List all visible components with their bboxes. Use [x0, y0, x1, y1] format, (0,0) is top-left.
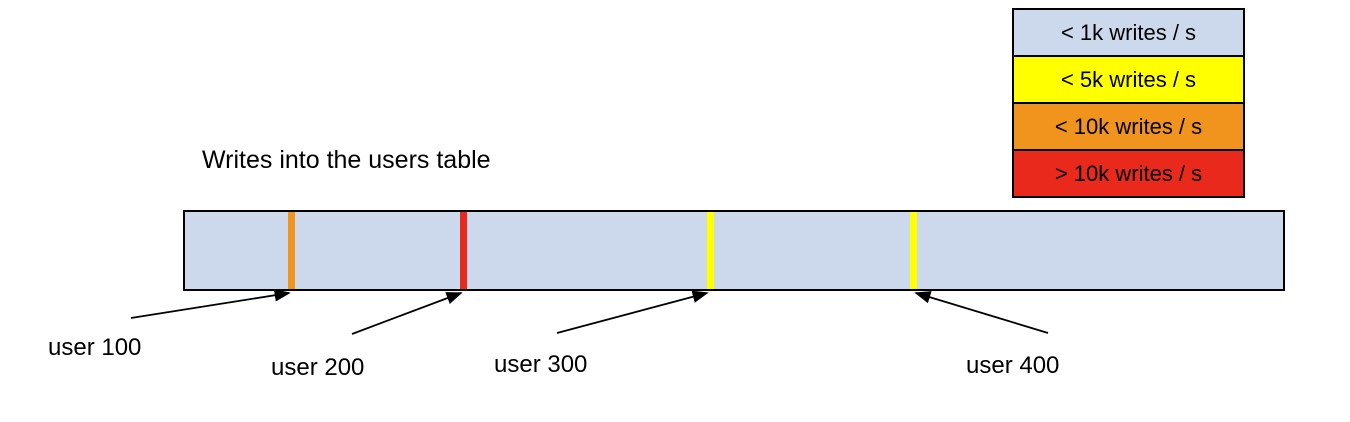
legend-item-label: < 10k writes / s [1054, 113, 1203, 139]
arrow-user-300 [556, 290, 709, 334]
hotspot-stripe-user-300 [707, 212, 714, 289]
arrow-user-400 [914, 291, 1049, 334]
user-label-user-200: user 200 [271, 354, 365, 381]
arrow-user-100 [130, 289, 291, 319]
legend-item-label: < 5k writes / s [1060, 66, 1197, 92]
hotspot-stripe-user-400 [910, 212, 917, 289]
legend-item-3: > 10k writes / s [1014, 149, 1243, 196]
user-label-user-100: user 100 [48, 334, 142, 361]
legend-item-2: < 10k writes / s [1014, 102, 1243, 149]
legend: < 1k writes / s < 5k writes / s < 10k writ… [1012, 8, 1245, 198]
legend-item-label: < 1k writes / s [1060, 19, 1197, 45]
legend-item-label: > 10k writes / s [1054, 160, 1203, 186]
legend-item-0: < 1k writes / s [1014, 10, 1243, 55]
diagram-title: Writes into the users table [202, 146, 491, 174]
users-table-bar [183, 210, 1285, 291]
hotspot-stripe-user-100 [288, 212, 295, 289]
hotspot-stripe-user-200 [460, 212, 467, 289]
user-label-user-400: user 400 [966, 352, 1060, 379]
user-label-user-300: user 300 [494, 351, 588, 378]
arrow-user-200 [351, 292, 463, 335]
legend-item-1: < 5k writes / s [1014, 55, 1243, 102]
